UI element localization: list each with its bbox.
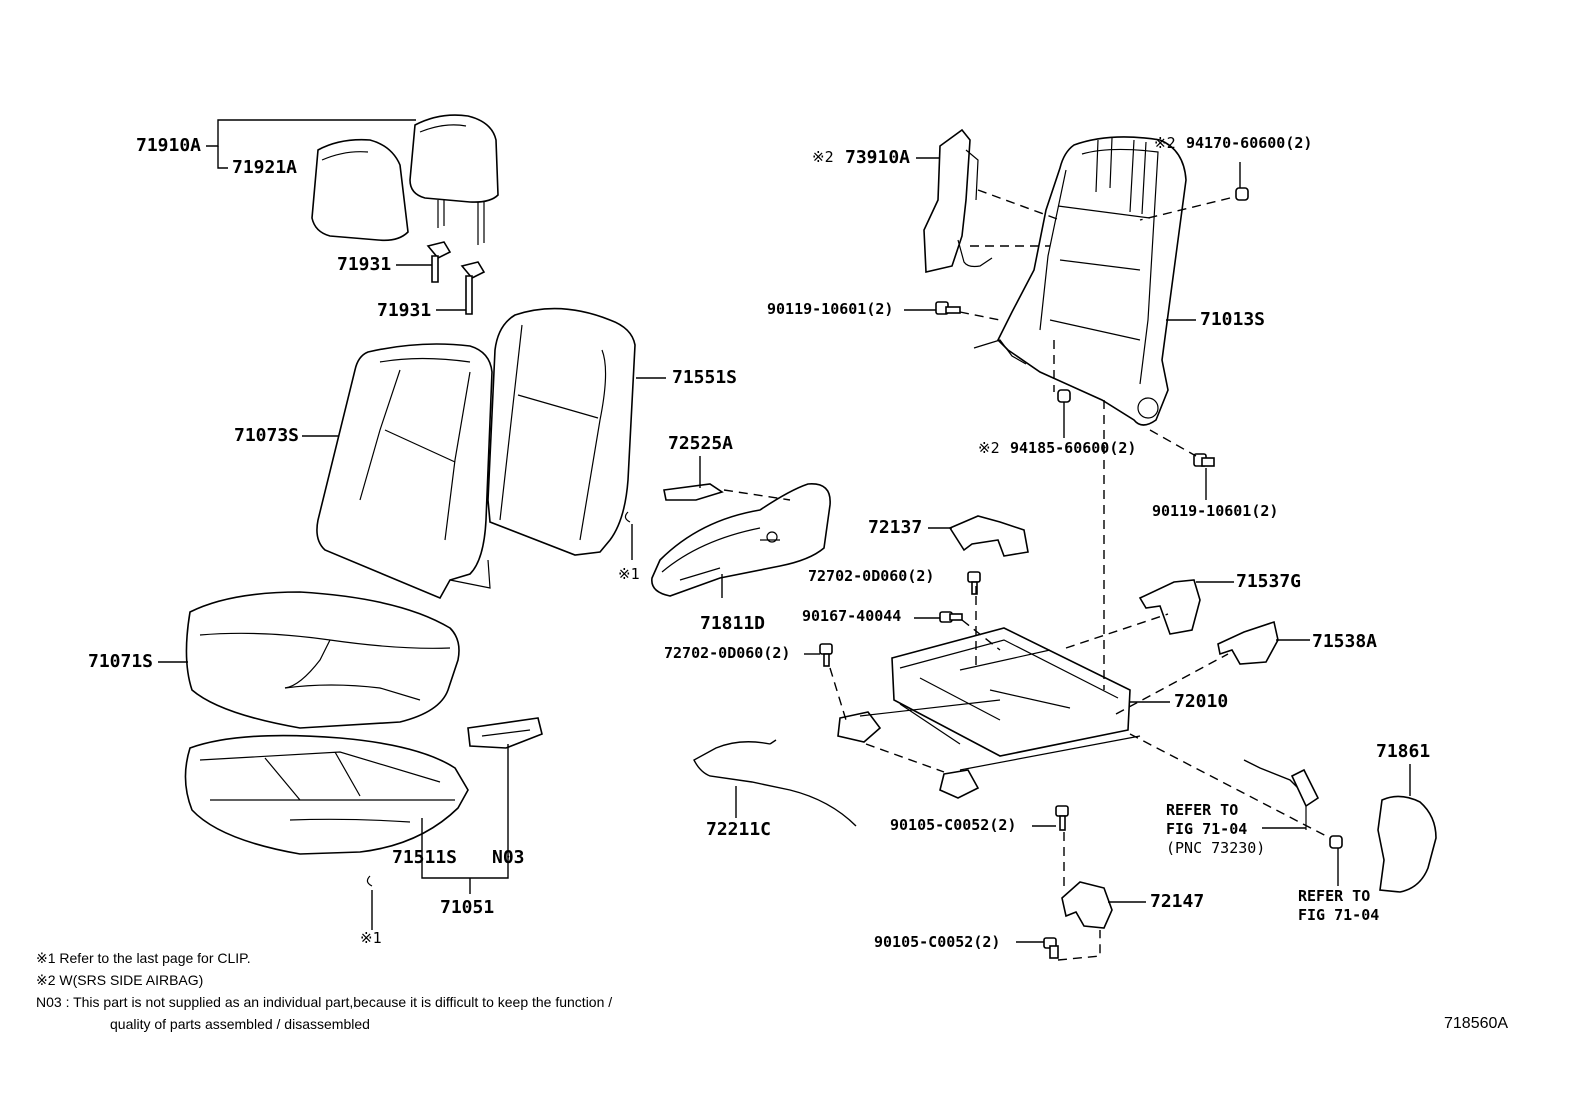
label-71013S: 71013S	[1200, 309, 1266, 330]
label-90105-C0052-b: 90105-C0052(2)	[874, 933, 1001, 951]
label-71931-b: 71931	[377, 300, 432, 321]
assembly-lines	[723, 189, 1331, 961]
label-71511S: 71511S	[392, 847, 458, 868]
label-72010: 72010	[1174, 691, 1229, 712]
leader-lines	[158, 119, 1411, 943]
seat-side-cover-71811D	[651, 483, 831, 597]
label-71861: 71861	[1376, 741, 1431, 762]
mark-1-a: ※1	[618, 565, 640, 583]
track-cover-71538A	[1217, 620, 1279, 665]
refer-to-2-line1: REFER TO	[1298, 887, 1371, 905]
label-90119-10601-a: 90119-10601(2)	[767, 300, 894, 318]
part-N03	[467, 717, 543, 749]
cover-71861	[1377, 795, 1437, 893]
label-72211C: 72211C	[706, 819, 772, 840]
label-90167-40044: 90167-40044	[802, 607, 902, 625]
label-71073S: 71073S	[234, 425, 300, 446]
label-90119-10601-b: 90119-10601(2)	[1152, 502, 1279, 520]
cushion-cover-71071S	[185, 591, 460, 729]
track-cover-71537G	[1138, 579, 1201, 635]
label-71051: 71051	[440, 897, 495, 918]
bracket-72147	[1061, 881, 1113, 929]
wire-harness-72211C	[693, 739, 857, 827]
label-71921A: 71921A	[232, 157, 298, 178]
footnote-3-line2: quality of parts assembled / disassemble…	[110, 1016, 370, 1032]
label-71931-a: 71931	[337, 254, 392, 275]
headrest-guide-71931	[426, 241, 486, 315]
label-71537G: 71537G	[1236, 571, 1302, 592]
seatback-pad-71551S	[449, 307, 636, 589]
footnote-3-line1: N03 : This part is not supplied as an in…	[36, 994, 613, 1010]
footnote-1: ※1 Refer to the last page for CLIP.	[36, 950, 251, 966]
label-71551S: 71551S	[672, 367, 738, 388]
label-71538A: 71538A	[1312, 631, 1378, 652]
label-72147: 72147	[1150, 891, 1205, 912]
side-airbag-73910A	[923, 128, 993, 273]
label-72137: 72137	[868, 517, 923, 538]
bolt-icon	[819, 187, 1343, 959]
label-72702-0D060-b: 72702-0D060(2)	[664, 644, 791, 662]
footnote-2: ※2 W(SRS SIDE AIRBAG)	[36, 972, 204, 988]
seat-adjuster-72010	[837, 627, 1141, 799]
headrest-71910A	[409, 114, 499, 245]
label-72525A: 72525A	[668, 433, 734, 454]
refer-to-2-line2: FIG 71-04	[1298, 906, 1380, 924]
refer-to-1-line2: FIG 71-04	[1166, 820, 1248, 838]
label-94170-60600: 94170-60600(2)	[1186, 134, 1313, 152]
clip-icon	[366, 511, 631, 887]
label-73910A: 73910A	[845, 147, 911, 168]
refer-to-1-line1: REFER TO	[1166, 801, 1239, 819]
label-N03: N03	[492, 847, 525, 868]
headrest-71921A	[311, 138, 409, 242]
label-71071S: 71071S	[88, 651, 154, 672]
seatback-cover-71073S	[316, 343, 493, 600]
label-71811D: 71811D	[700, 613, 766, 634]
cover-72137	[948, 515, 1029, 557]
seatbelt-buckle	[1243, 759, 1320, 830]
refer-to-1-line3: (PNC 73230)	[1166, 839, 1266, 857]
mark-2-73910A: ※2	[812, 148, 834, 166]
label-72702-0D060-a: 72702-0D060(2)	[808, 567, 935, 585]
mark-2-94185: ※2	[978, 439, 1000, 457]
mark-2-94170: ※2	[1154, 134, 1176, 152]
seatback-frame-71013S	[973, 136, 1187, 426]
mark-1-b: ※1	[360, 929, 382, 947]
figure-id: 718560A	[1444, 1015, 1509, 1032]
label-71910A: 71910A	[136, 135, 202, 156]
label-94185-60600: 94185-60600(2)	[1010, 439, 1137, 457]
cushion-pad-71511S	[184, 734, 469, 855]
label-90105-C0052-a: 90105-C0052(2)	[890, 816, 1017, 834]
